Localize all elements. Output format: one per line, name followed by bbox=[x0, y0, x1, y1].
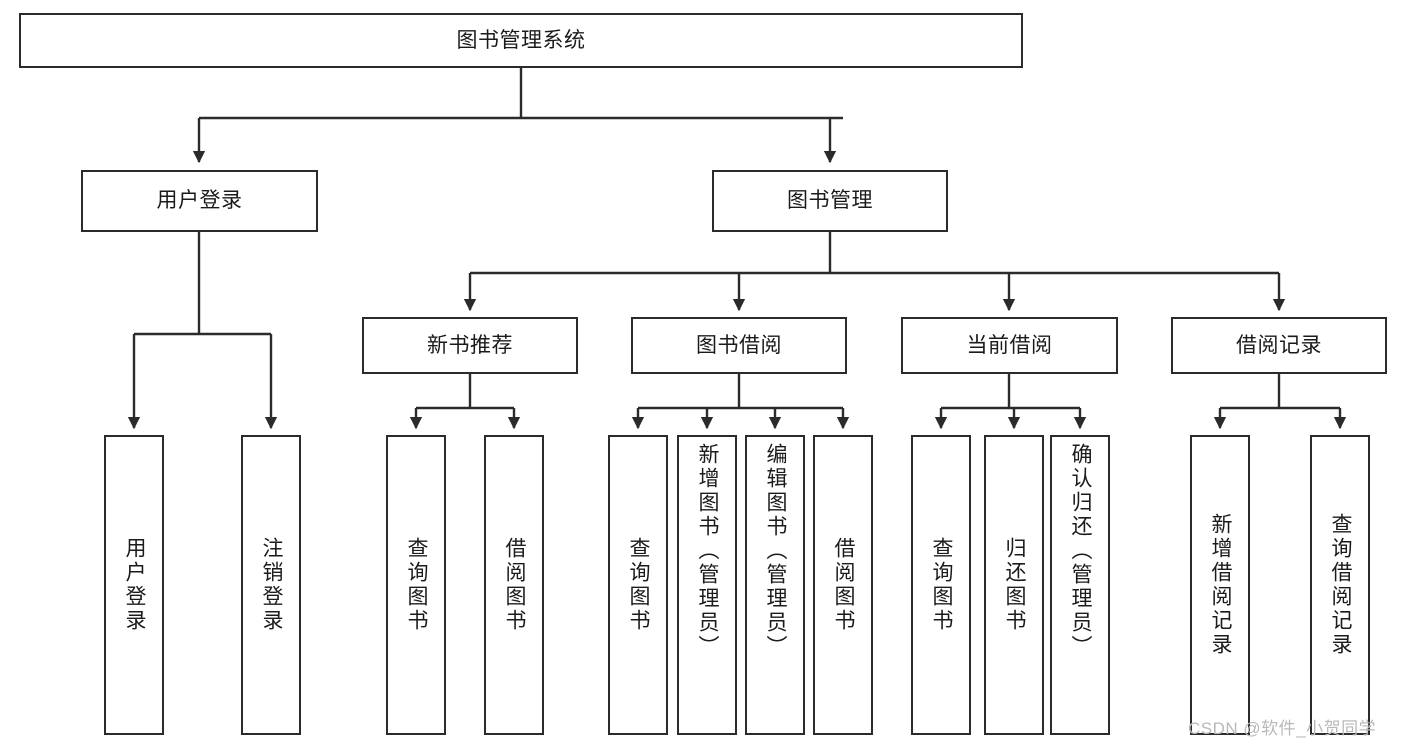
node-leaf-query-book-3[interactable]: 查询图书 bbox=[911, 435, 971, 735]
node-leaf-add-record-label: 新增借阅记录 bbox=[1209, 513, 1233, 657]
node-leaf-user-login[interactable]: 用户登录 bbox=[104, 435, 164, 735]
node-book-manage[interactable]: 图书管理 bbox=[712, 170, 948, 232]
node-user-login[interactable]: 用户登录 bbox=[81, 170, 318, 232]
node-leaf-borrow-book-1-label: 借阅图书 bbox=[503, 537, 527, 633]
node-leaf-query-book-2[interactable]: 查询图书 bbox=[608, 435, 668, 735]
node-leaf-return-book[interactable]: 归还图书 bbox=[984, 435, 1044, 735]
node-leaf-query-record[interactable]: 查询借阅记录 bbox=[1310, 435, 1370, 735]
node-book-manage-label: 图书管理 bbox=[787, 189, 873, 213]
node-leaf-logout[interactable]: 注销登录 bbox=[241, 435, 301, 735]
csdn-watermark: CSDN @软件_小贺同学 bbox=[1188, 719, 1377, 738]
node-leaf-user-login-label: 用户登录 bbox=[123, 537, 147, 633]
node-leaf-query-book-3-label: 查询图书 bbox=[930, 537, 954, 633]
node-current-borrow-label: 当前借阅 bbox=[966, 333, 1053, 357]
node-borrow-record-label: 借阅记录 bbox=[1236, 333, 1322, 357]
node-leaf-query-book-1-label: 查询图书 bbox=[405, 537, 429, 633]
node-leaf-borrow-book-2[interactable]: 借阅图书 bbox=[813, 435, 873, 735]
node-leaf-confirm-return[interactable]: 确认归还（管理员） bbox=[1050, 435, 1110, 735]
node-user-login-label: 用户登录 bbox=[156, 189, 243, 213]
node-leaf-add-book[interactable]: 新增图书（管理员） bbox=[677, 435, 737, 735]
node-new-book-recommend[interactable]: 新书推荐 bbox=[362, 317, 578, 374]
node-book-borrow[interactable]: 图书借阅 bbox=[631, 317, 847, 374]
node-leaf-confirm-return-label: 确认归还（管理员） bbox=[1069, 443, 1093, 659]
node-leaf-return-book-label: 归还图书 bbox=[1003, 537, 1027, 633]
node-leaf-edit-book-label: 编辑图书（管理员） bbox=[764, 443, 788, 659]
node-leaf-query-record-label: 查询借阅记录 bbox=[1329, 513, 1353, 657]
node-new-book-recommend-label: 新书推荐 bbox=[427, 333, 513, 357]
node-borrow-record[interactable]: 借阅记录 bbox=[1171, 317, 1387, 374]
node-root-label: 图书管理系统 bbox=[456, 28, 586, 52]
node-root[interactable]: 图书管理系统 bbox=[19, 13, 1023, 68]
node-book-borrow-label: 图书借阅 bbox=[696, 333, 782, 357]
node-leaf-edit-book[interactable]: 编辑图书（管理员） bbox=[745, 435, 805, 735]
node-leaf-add-record[interactable]: 新增借阅记录 bbox=[1190, 435, 1250, 735]
node-leaf-query-book-1[interactable]: 查询图书 bbox=[386, 435, 446, 735]
node-leaf-add-book-label: 新增图书（管理员） bbox=[696, 443, 720, 659]
node-leaf-query-book-2-label: 查询图书 bbox=[627, 537, 651, 633]
node-current-borrow[interactable]: 当前借阅 bbox=[901, 317, 1118, 374]
node-leaf-logout-label: 注销登录 bbox=[260, 537, 284, 633]
node-leaf-borrow-book-1[interactable]: 借阅图书 bbox=[484, 435, 544, 735]
node-leaf-borrow-book-2-label: 借阅图书 bbox=[832, 537, 856, 633]
